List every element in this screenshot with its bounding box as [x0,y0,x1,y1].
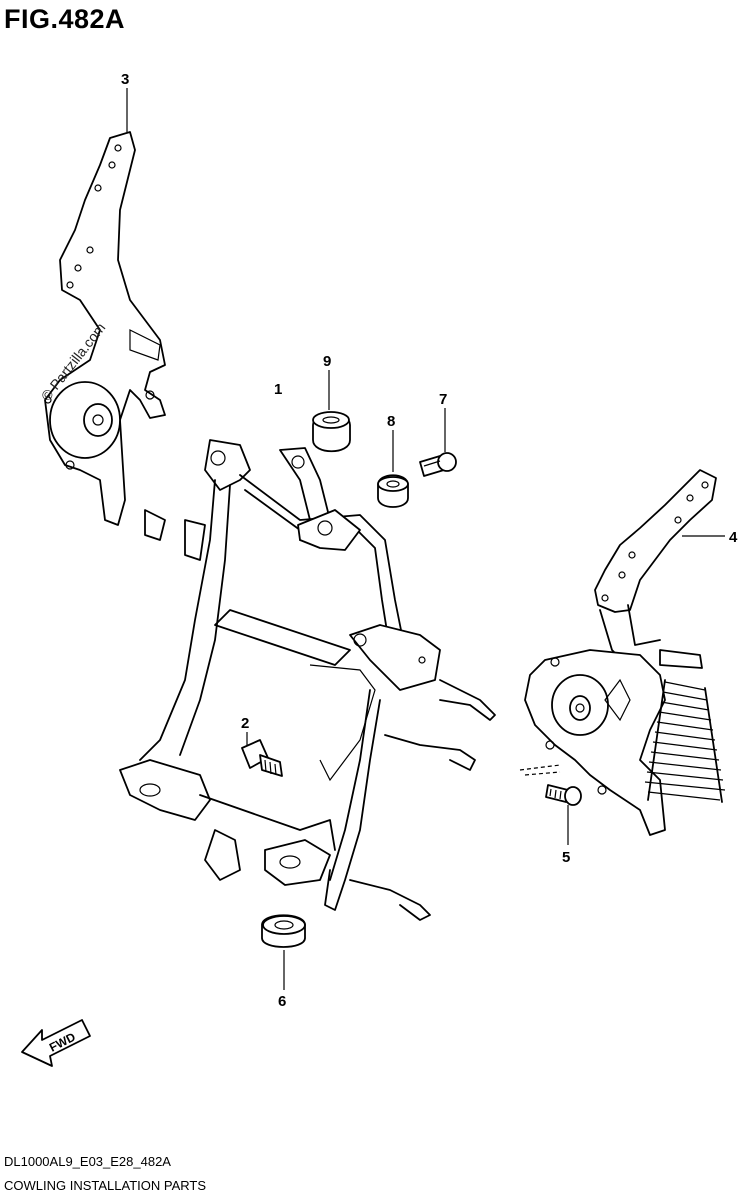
callout-2: 2 [241,715,249,732]
callout-3: 3 [121,71,129,88]
callout-5: 5 [562,849,570,866]
spring-coil [644,679,726,803]
part-7-screw[interactable] [419,452,457,477]
part-6-cushion[interactable] [261,914,306,948]
callout-7: 7 [439,391,447,408]
part-5-screw[interactable] [545,784,582,806]
callout-8: 8 [387,413,395,430]
footer-name: COWLING INSTALLATION PARTS [4,1178,207,1193]
part-3-left-bracket[interactable] [44,131,166,526]
footer-code: DL1000AL9_E03_E28_482A [4,1154,171,1169]
part-1-frame[interactable] [119,439,496,921]
fwd-arrow-icon: FWD [21,1019,91,1067]
part-2-bolt[interactable] [241,739,283,777]
part-9-grommet[interactable] [312,411,351,453]
callout-9: 9 [323,353,331,370]
figure-title: FIG.482A [4,4,126,34]
callout-6: 6 [278,993,286,1010]
callout-4: 4 [729,529,738,546]
part-8-spacer[interactable] [377,474,409,508]
part-4-right-bracket[interactable] [519,469,726,836]
callout-1: 1 [274,381,282,398]
